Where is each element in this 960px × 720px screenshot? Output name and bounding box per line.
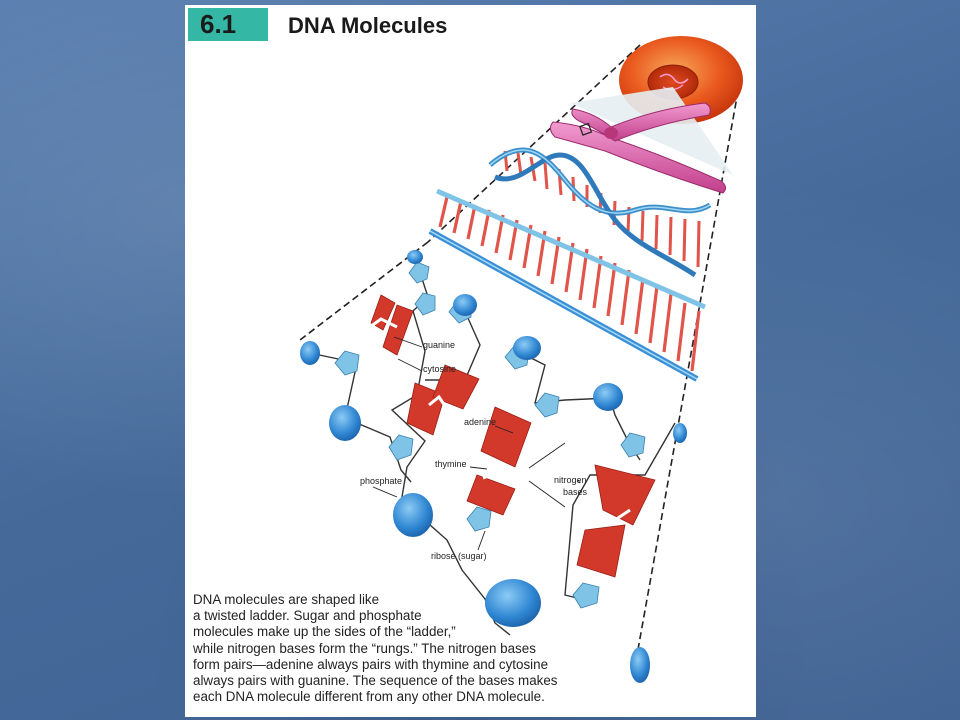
nitrogen-bases: [370, 294, 656, 578]
caption-line: each DNA molecule different from any oth…: [193, 689, 545, 705]
section-badge: 6.1: [188, 8, 268, 41]
caption-line: form pairs—adenine always pairs with thy…: [193, 656, 549, 672]
label-adenine: adenine: [464, 417, 496, 427]
phosphate-groups: [300, 250, 687, 683]
page-title: DNA Molecules: [288, 13, 448, 38]
chromosome: [549, 102, 727, 194]
caption-line: molecules make up the sides of the “ladd…: [193, 624, 456, 640]
label-thymine: thymine: [435, 459, 467, 469]
caption-line: a twisted ladder. Sugar and phosphate: [193, 608, 422, 624]
label-bases: bases: [563, 487, 588, 497]
caption-line: always pairs with guanine. The sequence …: [193, 673, 558, 689]
ribose-sugars: [334, 261, 646, 609]
label-nitrogen: nitrogen: [554, 475, 587, 485]
double-helix: [488, 147, 712, 278]
label-ribose: ribose (sugar): [431, 551, 487, 561]
caption-line: while nitrogen bases form the “rungs.” T…: [193, 640, 536, 656]
label-guanine: guanine: [423, 340, 455, 350]
label-phosphate: phosphate: [360, 476, 402, 486]
cell-zoom-beam: [570, 87, 733, 175]
caption-line: DNA molecules are shaped like: [193, 592, 380, 607]
dna-ladder: [428, 188, 706, 382]
figure-caption: DNA molecules are shaped like a twisted …: [193, 592, 753, 705]
textbook-page: 6.1 DNA Molecules: [185, 5, 756, 717]
dna-diagram: guanine cytosine adenine thymine phospha…: [299, 36, 743, 683]
label-cytosine: cytosine: [423, 364, 456, 374]
zoom-cone: [299, 44, 741, 656]
base-pair-gaps: [369, 317, 631, 522]
diagram-labels: guanine cytosine adenine thymine phospha…: [360, 340, 588, 561]
label-leaders: [372, 336, 581, 551]
